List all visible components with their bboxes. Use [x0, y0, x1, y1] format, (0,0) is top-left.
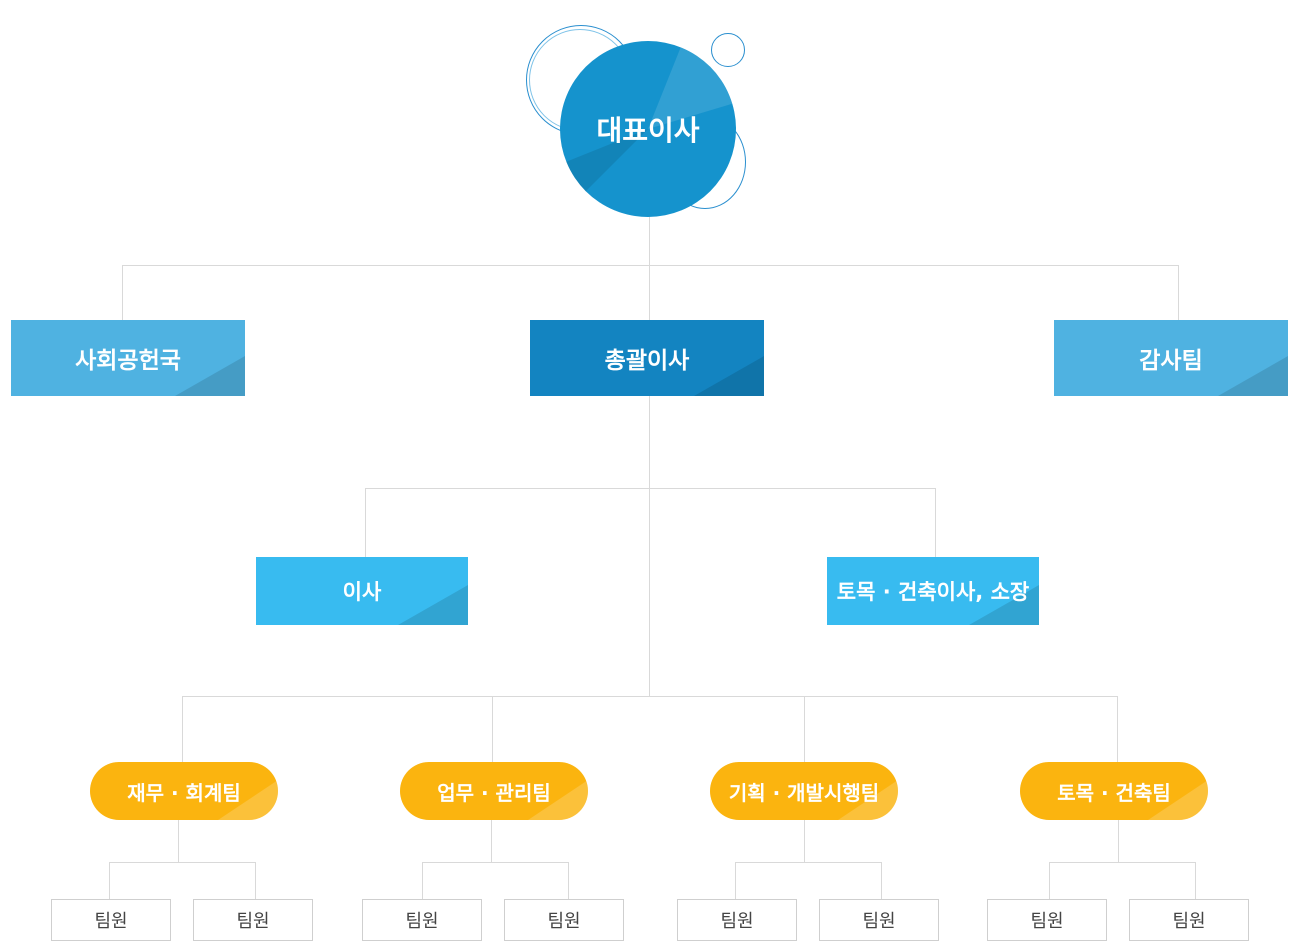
- connector: [1195, 862, 1196, 899]
- member-box[interactable]: 팀원: [1129, 899, 1249, 941]
- decorative-ring: [711, 33, 745, 67]
- member-box[interactable]: 팀원: [362, 899, 482, 941]
- connector: [1117, 696, 1118, 762]
- civil-construction-director[interactable]: 토목 · 건축이사, 소장: [827, 557, 1039, 625]
- connector: [109, 862, 110, 899]
- connector: [881, 862, 882, 899]
- team-planning-development[interactable]: 기획 · 개발시행팀: [710, 762, 898, 820]
- team-finance-accounting[interactable]: 재무 · 회계팀: [90, 762, 278, 820]
- team-label: 재무 · 회계팀: [127, 780, 241, 805]
- member-box[interactable]: 팀원: [987, 899, 1107, 941]
- dept-label: 사회공헌국: [75, 348, 181, 374]
- connector: [122, 265, 1179, 266]
- team-civil-construction[interactable]: 토목 · 건축팀: [1020, 762, 1208, 820]
- team-label: 기획 · 개발시행팀: [728, 780, 880, 805]
- connector: [804, 818, 805, 862]
- member-box[interactable]: 팀원: [677, 899, 797, 941]
- connector: [492, 696, 493, 762]
- member-box[interactable]: 팀원: [193, 899, 313, 941]
- connector: [568, 862, 569, 899]
- connector: [182, 696, 183, 762]
- member-box[interactable]: 팀원: [51, 899, 171, 941]
- connector: [365, 488, 366, 557]
- dept-label: 이사: [342, 580, 382, 604]
- dept-label: 토목 · 건축이사, 소장: [836, 580, 1030, 604]
- connector: [122, 265, 123, 320]
- connector: [182, 696, 1118, 697]
- connector: [1178, 265, 1179, 320]
- director[interactable]: 이사: [256, 557, 468, 625]
- dept-label: 감사팀: [1139, 348, 1203, 374]
- connector: [178, 818, 179, 862]
- connector: [735, 862, 882, 863]
- connector: [422, 862, 423, 899]
- connector: [1049, 862, 1050, 899]
- team-label: 토목 · 건축팀: [1057, 780, 1171, 805]
- connector: [422, 862, 569, 863]
- connector: [735, 862, 736, 899]
- connector: [255, 862, 256, 899]
- member-box[interactable]: 팀원: [819, 899, 939, 941]
- connector: [935, 488, 936, 557]
- member-box[interactable]: 팀원: [504, 899, 624, 941]
- connector: [109, 862, 256, 863]
- connector: [1049, 862, 1196, 863]
- ceo-node[interactable]: 대표이사: [560, 41, 736, 217]
- connector: [649, 215, 650, 696]
- team-operations-management[interactable]: 업무 · 관리팀: [400, 762, 588, 820]
- connector: [365, 488, 936, 489]
- connector: [1118, 818, 1119, 862]
- dept-audit-team[interactable]: 감사팀: [1054, 320, 1288, 396]
- team-label: 업무 · 관리팀: [437, 780, 551, 805]
- dept-social-contribution[interactable]: 사회공헌국: [11, 320, 245, 396]
- general-director[interactable]: 총괄이사: [530, 320, 764, 396]
- ceo-label: 대표이사: [596, 114, 700, 147]
- connector: [804, 696, 805, 762]
- dept-label: 총괄이사: [604, 348, 690, 374]
- connector: [491, 818, 492, 862]
